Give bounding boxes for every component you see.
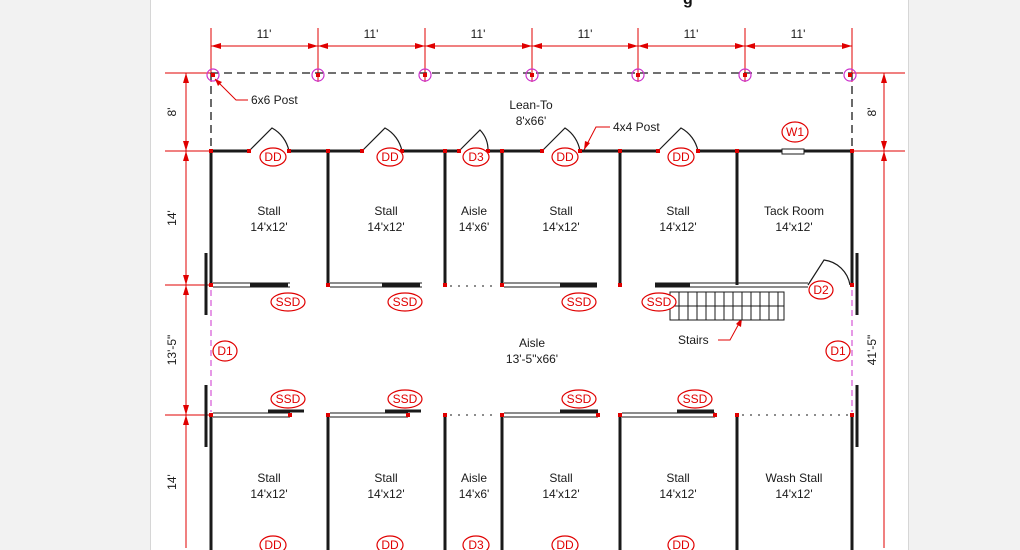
- tag-bottom-door-2: DD: [381, 538, 399, 550]
- room-bottom-6-name: Wash Stall: [766, 471, 823, 485]
- post-markers: [206, 68, 857, 82]
- tag-top-door-5: DD: [672, 150, 690, 164]
- tag-bottom-ssd-3: SSD: [567, 392, 592, 406]
- room-top-2-size: 14'x12': [367, 220, 404, 234]
- tag-top-ssd-1: SSD: [276, 295, 301, 309]
- callout-stairs: Stairs: [678, 317, 743, 347]
- tag-end-door-right: D1: [830, 344, 846, 358]
- dim-bay-5: 11': [684, 27, 699, 41]
- center-aisle-size: 13'-5"x66': [506, 352, 558, 366]
- tag-top-door-3: D3: [468, 150, 484, 164]
- bottom-room-labels: Stall 14'x12' Stall 14'x12' Aisle 14'x6'…: [250, 471, 822, 501]
- tag-end-door-left: D1: [217, 344, 233, 358]
- tag-outlines: [212, 121, 851, 550]
- title-fragment: g: [683, 0, 693, 8]
- lean-to-size: 8'x66': [516, 114, 547, 128]
- room-top-3-name: Aisle: [461, 204, 487, 218]
- tag-bottom-ssd-1: SSD: [276, 392, 301, 406]
- callout-4x4-post-text: 4x4 Post: [613, 120, 660, 134]
- room-bottom-3-name: Aisle: [461, 471, 487, 485]
- room-top-1-size: 14'x12': [250, 220, 287, 234]
- room-top-6-name: Tack Room: [764, 204, 824, 218]
- room-bottom-3-size: 14'x6': [459, 487, 490, 501]
- tag-top-door-1: DD: [264, 150, 282, 164]
- room-top-2-name: Stall: [374, 204, 397, 218]
- room-top-3-size: 14'x6': [459, 220, 490, 234]
- end-doors: [204, 253, 859, 447]
- room-top-5-name: Stall: [666, 204, 689, 218]
- room-top-4-name: Stall: [549, 204, 572, 218]
- room-top-6-size: 14'x12': [775, 220, 812, 234]
- room-top-5-size: 14'x12': [659, 220, 696, 234]
- dim-right-lean-to: 8': [865, 108, 879, 117]
- callout-6x6-post: 6x6 Post: [214, 78, 298, 107]
- room-bottom-4-name: Stall: [549, 471, 572, 485]
- room-bottom-4-size: 14'x12': [542, 487, 579, 501]
- tag-window-w1: W1: [786, 125, 804, 139]
- tag-top-door-2: DD: [381, 150, 399, 164]
- dim-left-lean-to: 8': [165, 108, 179, 117]
- tag-top-ssd-2: SSD: [393, 295, 418, 309]
- dim-bay-1: 11': [257, 27, 272, 41]
- dim-bay-2: 11': [364, 27, 379, 41]
- center-aisle-label: Aisle: [519, 336, 545, 350]
- top-row-walls: [209, 127, 854, 288]
- tag-top-door-4: DD: [556, 150, 574, 164]
- dim-left-aisle: 13'-5": [165, 335, 179, 366]
- dim-bay-6: 11': [791, 27, 806, 41]
- room-bottom-2-size: 14'x12': [367, 487, 404, 501]
- callout-6x6-post-text: 6x6 Post: [251, 93, 298, 107]
- door-tags: DD DD D3 DD DD W1 SSD SSD SSD SSD D2 D1 …: [217, 125, 846, 550]
- dim-right-overall: 41'-5": [865, 335, 879, 366]
- tag-bottom-door-1: DD: [264, 538, 282, 550]
- callout-stairs-text: Stairs: [678, 333, 709, 347]
- room-top-1-name: Stall: [257, 204, 280, 218]
- tag-top-ssd-4: SSD: [647, 295, 672, 309]
- dim-bay-4: 11': [578, 27, 593, 41]
- room-bottom-1-name: Stall: [257, 471, 280, 485]
- callout-4x4-post: 4x4 Post: [583, 120, 660, 151]
- room-bottom-5-size: 14'x12': [659, 487, 696, 501]
- room-bottom-1-size: 14'x12': [250, 487, 287, 501]
- dim-left-bottom-row: 14': [165, 474, 179, 490]
- top-dimension-chain: 11' 11' 11' 11' 11' 11': [210, 27, 853, 82]
- tag-bottom-door-5: DD: [672, 538, 690, 550]
- room-bottom-5-name: Stall: [666, 471, 689, 485]
- room-top-4-size: 14'x12': [542, 220, 579, 234]
- lean-to-label: Lean-To: [509, 98, 553, 112]
- lean-to-outline: [210, 72, 853, 151]
- room-bottom-2-name: Stall: [374, 471, 397, 485]
- tag-bottom-door-4: DD: [556, 538, 574, 550]
- dim-bay-3: 11': [471, 27, 486, 41]
- room-bottom-6-size: 14'x12': [775, 487, 812, 501]
- drawing-sheet: [150, 0, 909, 550]
- tag-tack-door: D2: [813, 283, 829, 297]
- stairs: [669, 291, 785, 321]
- left-dimension-chain: 8' 14' 13'-5" 14': [165, 72, 212, 548]
- tag-bottom-ssd-4: SSD: [683, 392, 708, 406]
- dim-left-top-row: 14': [165, 210, 179, 226]
- right-dimension-chain: 8' 41'-5": [852, 72, 905, 548]
- window-w1: [781, 148, 805, 155]
- tag-bottom-ssd-2: SSD: [393, 392, 418, 406]
- tag-top-ssd-3: SSD: [567, 295, 592, 309]
- bottom-row-walls: [209, 409, 854, 550]
- top-room-labels: Stall 14'x12' Stall 14'x12' Aisle 14'x6'…: [250, 204, 824, 234]
- tag-bottom-door-3: D3: [468, 538, 484, 550]
